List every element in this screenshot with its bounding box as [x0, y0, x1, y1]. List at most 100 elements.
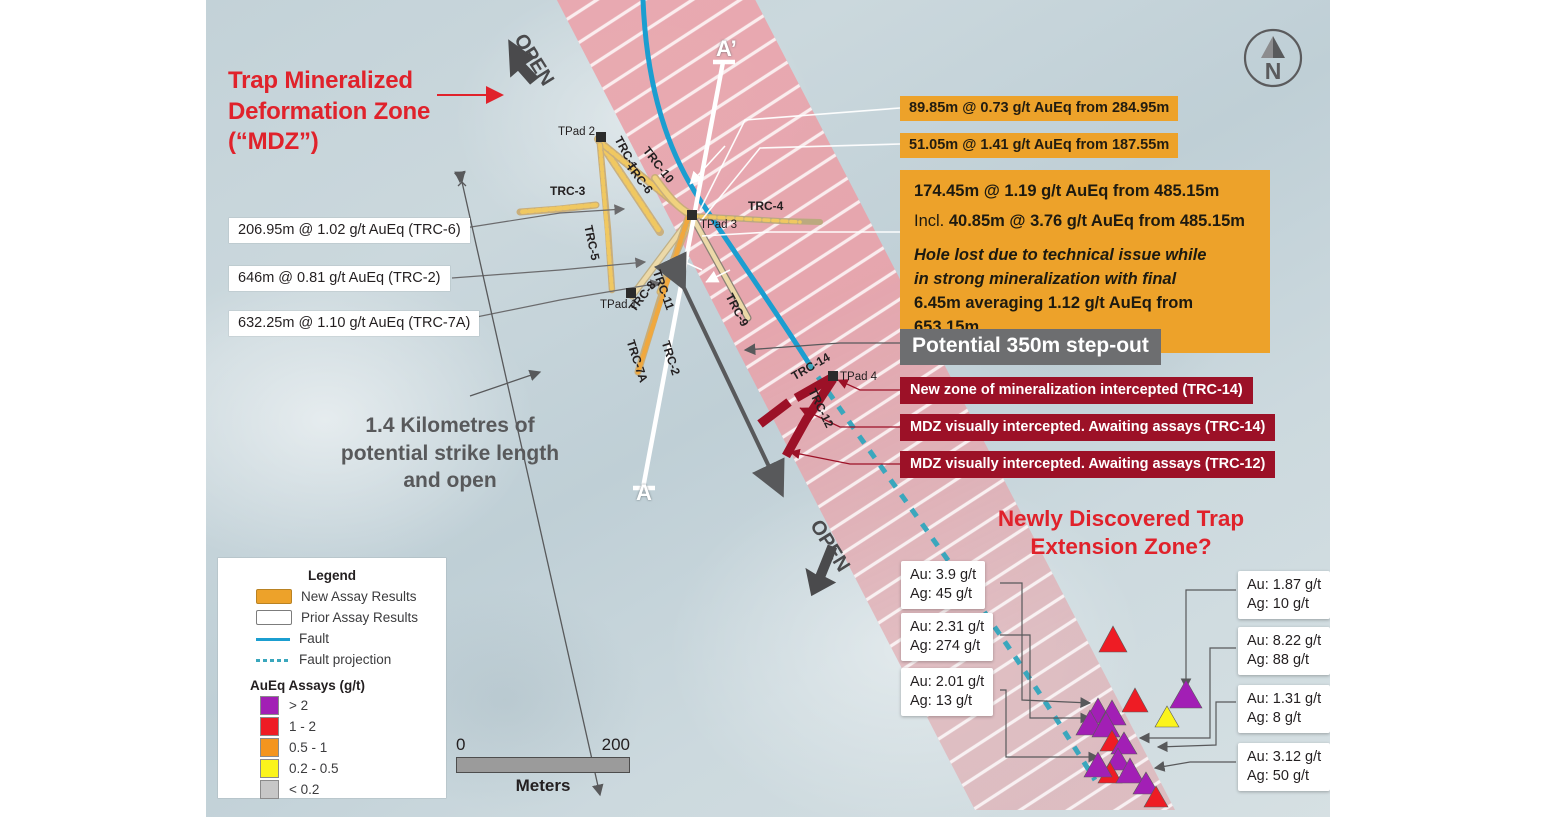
assay-ag: Ag: 88 g/t [1247, 651, 1310, 668]
legend-label-gt2: > 2 [289, 698, 309, 713]
section-label-a-prime: A’ [716, 36, 737, 61]
pad-marker-tpad4 [828, 371, 838, 381]
legend-swatch-fault-projection [256, 653, 290, 666]
scale-bar-graphic [456, 757, 630, 773]
assay-ag: Ag: 8 g/t [1247, 709, 1302, 726]
legend-label-02-05: 0.2 - 0.5 [289, 761, 339, 776]
mdz-title-line1: Trap Mineralized [228, 67, 413, 94]
pad-marker-tpad3 [687, 210, 697, 220]
legend-class-lt02: < 0.2 [260, 780, 446, 799]
legend-assay-title: AuEq Assays (g/t) [250, 678, 366, 693]
scale-bar: 0 200 Meters [456, 735, 630, 796]
legend-label-fault: Fault [299, 631, 330, 646]
red-callout-3: MDZ visually intercepted. Awaiting assay… [900, 451, 1276, 478]
drill-label-trc-4: TRC-4 [748, 199, 784, 213]
legend-item-fault-projection: Fault projection [256, 652, 446, 667]
legend-swatch-prior-assay [256, 610, 292, 625]
north-arrow-label: N [1264, 58, 1282, 84]
surface-assay-left-3: Au: 2.01 g/t Ag: 13 g/t [901, 668, 994, 717]
pad-marker-tpad1 [626, 288, 636, 298]
pad-label-tpad4: TPad 4 [840, 371, 878, 383]
surface-assay-left-2: Au: 2.31 g/t Ag: 274 g/t [901, 613, 994, 662]
legend-swatch-1-2 [260, 717, 279, 736]
legend-title: Legend [307, 568, 356, 583]
assay-ag: Ag: 274 g/t [910, 637, 981, 654]
highlight-incl-prefix: Incl. [914, 211, 949, 230]
drill-label-trc-3: TRC-3 [550, 184, 586, 198]
legend-label-lt02: < 0.2 [289, 782, 320, 797]
assay-au: Au: 3.9 g/t [910, 567, 977, 583]
surface-assay-left-1: Au: 3.9 g/t Ag: 45 g/t [901, 561, 986, 610]
legend-class-gt2: > 2 [260, 696, 446, 715]
assay-au: Au: 1.87 g/t [1247, 577, 1322, 593]
surface-assay-right-3: Au: 1.31 g/t Ag: 8 g/t [1238, 685, 1331, 734]
extension-title-line2: Extension Zone? [1030, 533, 1212, 559]
mdz-title: Trap Mineralized Deformation Zone (“MDZ”… [228, 66, 430, 158]
extension-zone-title: Newly Discovered Trap Extension Zone? [976, 505, 1266, 561]
highlight-note: Hole lost due to technical issue while i… [914, 244, 1256, 340]
highlight-line2: Incl. 40.85m @ 3.76 g/t AuEq from 485.15… [914, 210, 1256, 234]
mdz-title-line3: (“MDZ”) [228, 128, 319, 156]
new-assay-callout-1: 89.85m @ 0.73 g/t AuEq from 284.95m [900, 96, 1179, 121]
surface-assay-right-4: Au: 3.12 g/t Ag: 50 g/t [1238, 743, 1331, 792]
strike-line3: and open [403, 469, 497, 493]
assay-au: Au: 2.31 g/t [910, 619, 985, 635]
section-label-a: A [636, 480, 652, 505]
pad-label-tpad1: TPad 1 [600, 299, 638, 311]
legend-swatch-02-05 [260, 759, 279, 778]
red-callout-1: New zone of mineralization intercepted (… [900, 377, 1253, 404]
pad-label-tpad2: TPad 2 [558, 126, 596, 138]
mdz-title-line2: Deformation Zone [228, 97, 431, 125]
pad-marker-tpad2 [596, 132, 606, 142]
scale-units: Meters [515, 776, 571, 795]
legend-item-prior-assay: Prior Assay Results [256, 610, 446, 625]
legend-label-fault-projection: Fault projection [299, 652, 392, 667]
highlight-note-2: in strong mineralization with final [914, 269, 1177, 288]
legend-swatch-gt2 [260, 696, 279, 715]
scale-numbers: 0 200 [456, 735, 630, 755]
pad-label-tpad3: TPad 3 [700, 219, 738, 231]
strike-length-note: 1.4 Kilometres of potential strike lengt… [335, 412, 565, 495]
prior-assay-callout-3: 632.25m @ 1.10 g/t AuEq (TRC-7A) [229, 311, 480, 336]
highlight-line1: 174.45m @ 1.19 g/t AuEq from 485.15m [914, 182, 1220, 200]
prior-assay-callout-2: 646m @ 0.81 g/t AuEq (TRC-2) [229, 266, 450, 291]
north-arrow-icon: N [1243, 28, 1303, 88]
open-arrow-northwest [508, 39, 539, 85]
legend-swatch-fault [256, 632, 290, 645]
strike-line2: potential strike length [340, 441, 560, 465]
highlight-assay-callout: 174.45m @ 1.19 g/t AuEq from 485.15m Inc… [900, 170, 1270, 353]
new-assay-callout-2: 51.05m @ 1.41 g/t AuEq from 187.55m [900, 133, 1179, 158]
legend-class-05-1: 0.5 - 1 [260, 738, 446, 757]
prior-assay-callout-1: 206.95m @ 1.02 g/t AuEq (TRC-6) [229, 218, 470, 243]
open-arrow-southeast [805, 544, 838, 597]
legend-item-new-assay: New Assay Results [256, 589, 446, 604]
highlight-note-1: Hole lost due to technical issue while [914, 245, 1207, 264]
extension-title-line1: Newly Discovered Trap [997, 506, 1245, 531]
strike-line1: 1.4 Kilometres of [365, 414, 535, 437]
assay-ag: Ag: 45 g/t [910, 585, 973, 602]
highlight-incl-value: 40.85m @ 3.76 g/t AuEq from 485.15m [948, 211, 1245, 230]
legend-panel: Legend New Assay Results Prior Assay Res… [218, 558, 446, 799]
assay-au: Au: 8.22 g/t [1247, 633, 1322, 649]
surface-assay-right-1: Au: 1.87 g/t Ag: 10 g/t [1238, 571, 1331, 620]
scale-min: 0 [456, 735, 466, 754]
step-out-callout: Potential 350m step-out [900, 329, 1161, 365]
legend-label-new-assay: New Assay Results [301, 589, 417, 604]
legend-swatch-lt02 [260, 780, 279, 799]
legend-class-02-05: 0.2 - 0.5 [260, 759, 446, 778]
assay-ag: Ag: 10 g/t [1247, 595, 1310, 612]
legend-label-05-1: 0.5 - 1 [289, 740, 328, 755]
legend-swatch-new-assay [256, 589, 292, 604]
assay-ag: Ag: 50 g/t [1247, 767, 1310, 784]
red-callout-2: MDZ visually intercepted. Awaiting assay… [900, 414, 1276, 441]
legend-label-1-2: 1 - 2 [289, 719, 317, 734]
legend-label-prior-assay: Prior Assay Results [301, 610, 419, 625]
surface-assay-right-2: Au: 8.22 g/t Ag: 88 g/t [1238, 627, 1331, 676]
assay-au: Au: 3.12 g/t [1247, 749, 1322, 765]
assay-au: Au: 1.31 g/t [1247, 691, 1322, 707]
legend-item-fault: Fault [256, 631, 446, 646]
assay-ag: Ag: 13 g/t [910, 692, 973, 709]
